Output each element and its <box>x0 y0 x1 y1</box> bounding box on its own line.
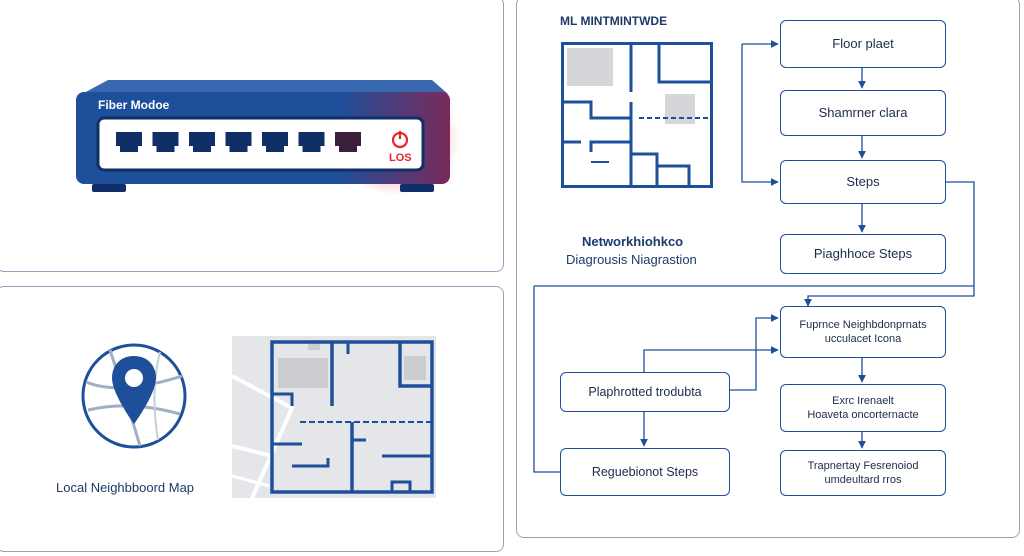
modem-foot-right <box>400 184 434 192</box>
modem-title: Fiber Modoe <box>98 98 170 112</box>
ethernet-port-icon <box>152 132 179 152</box>
map-pin-illustration <box>81 343 187 449</box>
fiber-modem-illustration <box>76 80 460 195</box>
flow-box-trapnertay-line1: Trapnertay Fesrenoiod <box>807 459 919 472</box>
floorplan-caption-1: Networkhiohkco <box>582 234 684 249</box>
ethernet-port-icon <box>225 132 252 152</box>
modem-foot-left <box>92 184 126 192</box>
flow-box-steps: Steps <box>780 160 946 204</box>
map-panel <box>0 286 504 552</box>
map-caption: Local Neighbboord Map <box>56 480 195 495</box>
flow-box-floor-plan: Floor plaet <box>780 20 946 68</box>
modem-top <box>82 80 448 94</box>
flow-box-trapnertay-line2: umdeultard rros <box>824 474 902 486</box>
flow-box-exrc-line1: Exrc Irenaelt <box>832 394 894 407</box>
flow-box-plaphrotted-label: Plaphrotted trodubta <box>588 384 702 399</box>
ethernet-port-icon <box>116 132 142 152</box>
flow-box-reguebionot-steps: Reguebionot Steps <box>560 448 730 496</box>
flow-box-floor-plan-label: Floor plaet <box>832 35 894 51</box>
flow-box-neighborhood-line2: ucculacet Icona <box>824 333 902 345</box>
flow-box-piaghhoce-steps: Piaghhoce Steps <box>780 234 946 274</box>
floorplan-diagram <box>561 42 713 188</box>
flow-box-steps-label: Steps <box>846 173 880 189</box>
modem-panel <box>0 0 504 272</box>
flow-box-scanner-label: Shamrner clara <box>818 104 908 120</box>
flow-box-plaphrotted: Plaphrotted trodubta <box>560 372 730 412</box>
flow-box-exrc-line2: Hoaveta oncorternacte <box>807 409 919 421</box>
floorplan-caption-2: Diagrousis Niagrastion <box>566 252 697 267</box>
flow-box-reguebionot-steps-label: Reguebionot Steps <box>591 464 699 479</box>
flow-box-piaghhoce-steps-label: Piaghhoce Steps <box>813 245 913 261</box>
flow-box-neighborhood-line1: Fuprnce Neighbdonprnats <box>799 318 927 331</box>
flow-box-scanner: Shamrner clara <box>780 90 946 136</box>
flow-box-neighborhood: Fuprnce Neighbdonprnats ucculacet Icona <box>780 306 946 358</box>
flow-box-trapnertay: Trapnertay Fesrenoiod umdeultard rros <box>780 450 946 496</box>
port-bezel <box>96 116 425 172</box>
location-pin-icon <box>112 356 156 424</box>
ethernet-port-icon <box>189 132 215 152</box>
flow-box-exrc: Exrc Irenaelt Hoaveta oncorternacte <box>780 384 946 432</box>
ethernet-port-icon <box>335 132 361 152</box>
ethernet-port-icon <box>298 132 325 152</box>
ethernet-port-icon <box>262 132 288 152</box>
diagram-panel <box>516 0 1020 538</box>
los-label: LOS <box>389 152 412 164</box>
floorplan-title: ML MINTMINTWDE <box>560 14 668 28</box>
neighborhood-floorplan-map <box>231 336 436 499</box>
